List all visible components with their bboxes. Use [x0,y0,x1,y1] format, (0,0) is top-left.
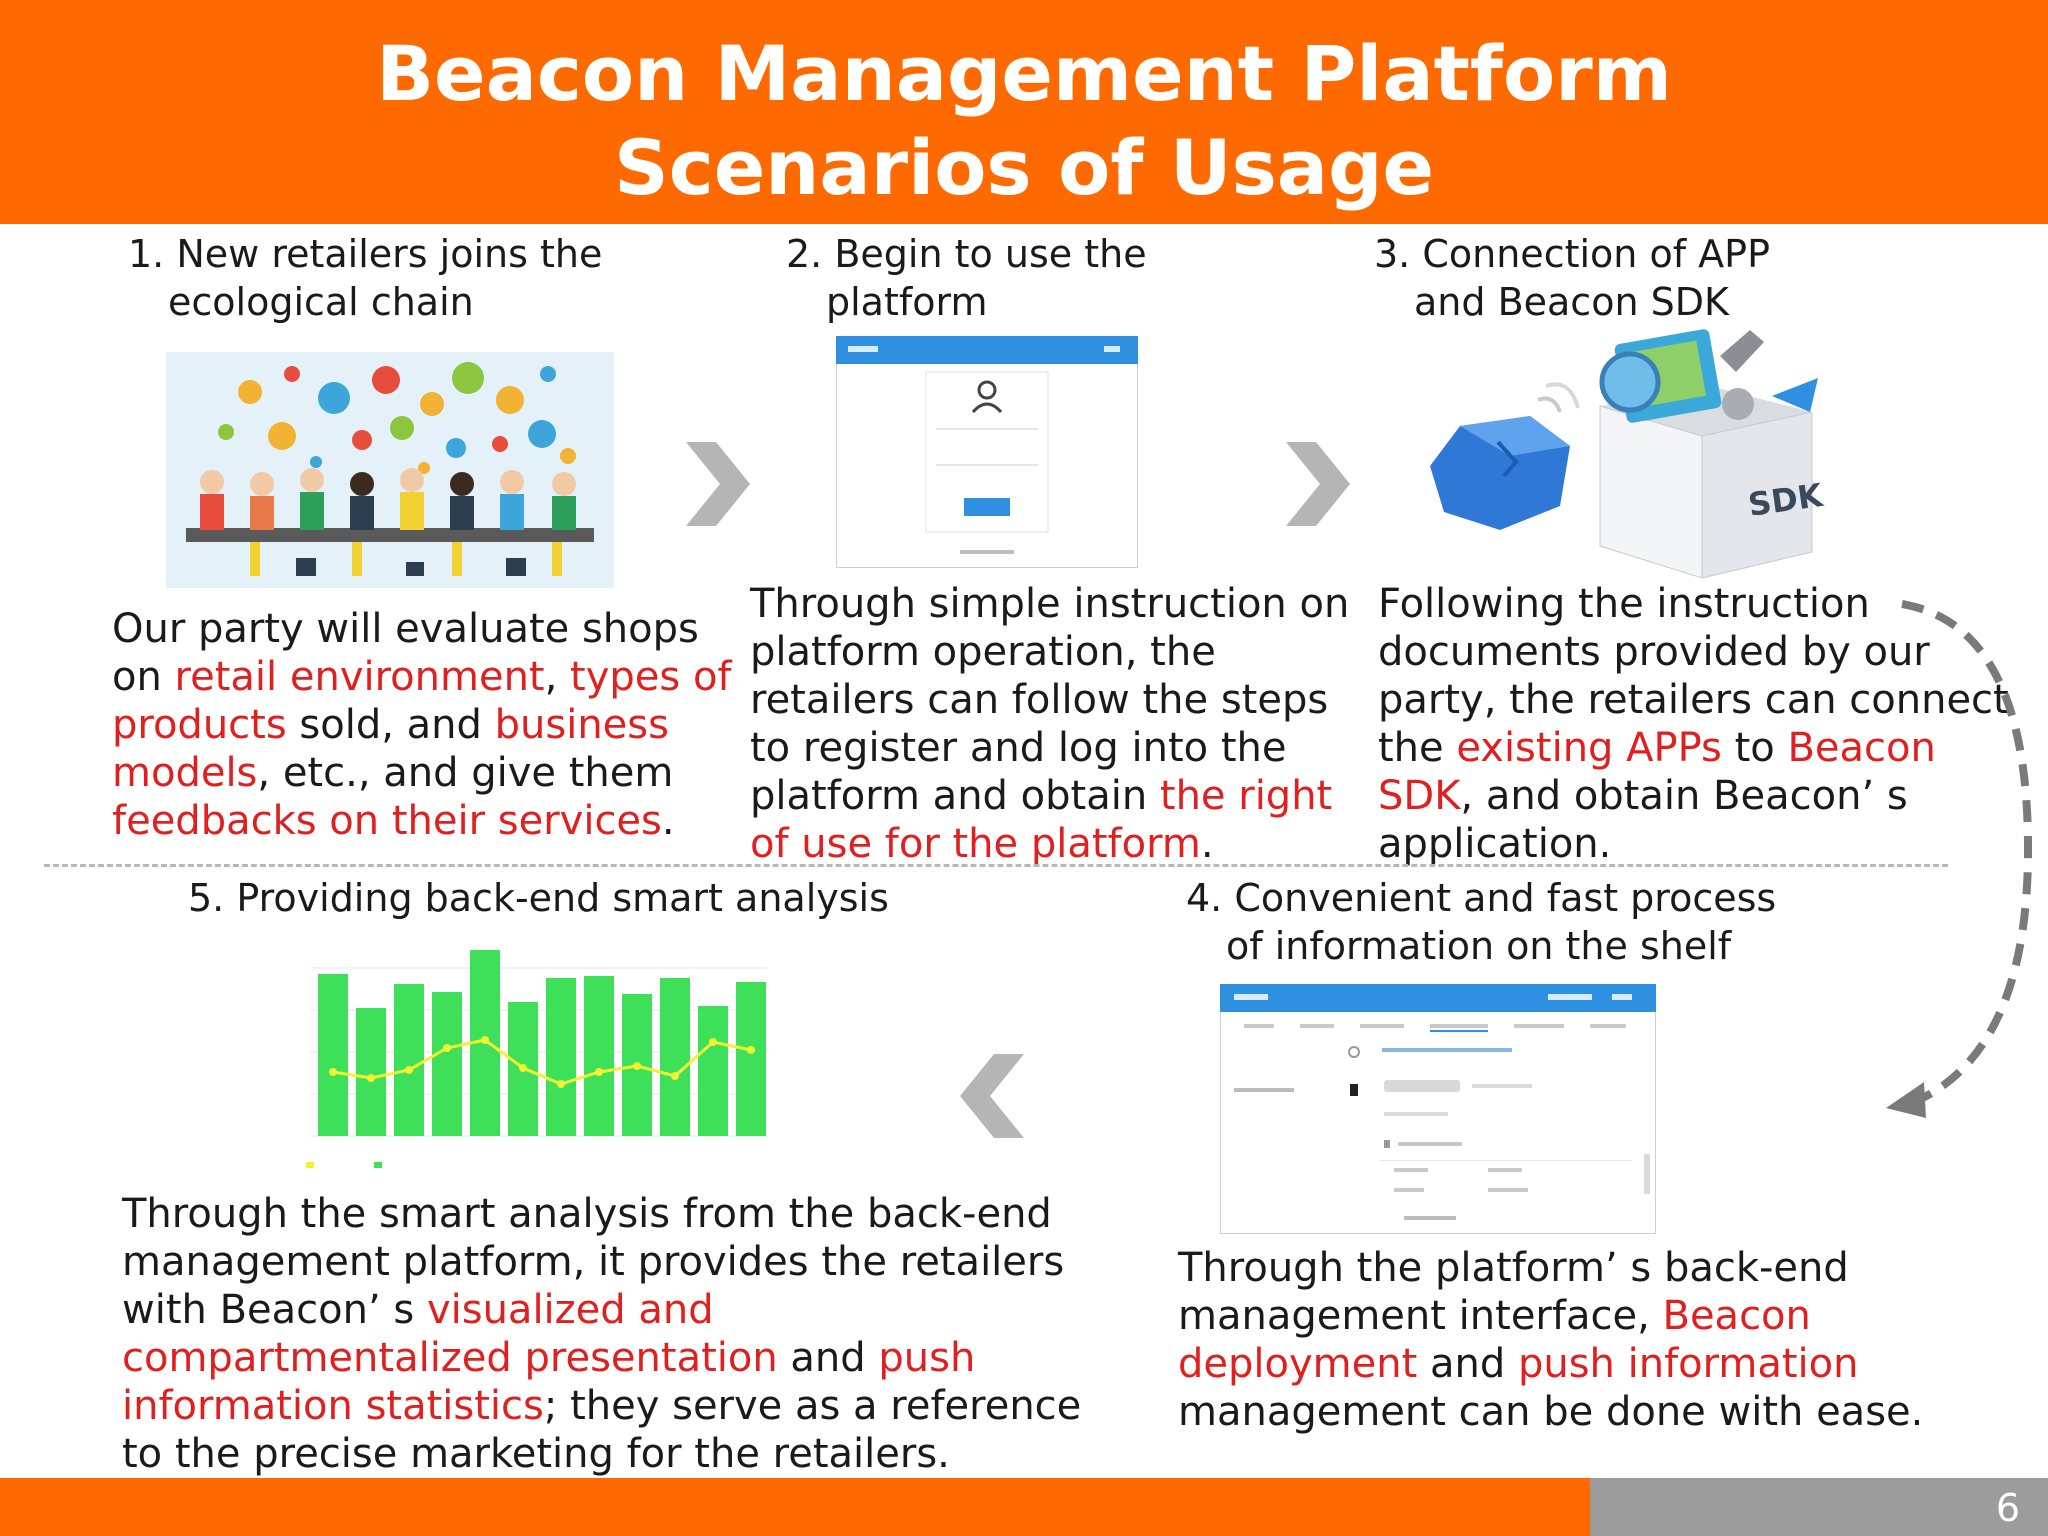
step-5-heading: 5. Providing back-end smart analysis [188,876,889,920]
social-bubbles-icon [218,362,576,474]
step-4-description: Through the platform’ s back-end managem… [1178,1245,1924,1435]
chevron-right-icon [1286,442,1350,530]
step-4-heading: 4. Convenient and fast process of inform… [1186,876,1777,968]
sdk-box-icon [1599,329,1818,579]
page-number: 6 [1995,1486,2020,1530]
step-5-description: Through the smart analysis from the back… [122,1191,1082,1477]
login-screen-illustration [835,335,1139,569]
step-3-heading: 3. Connection of APP and Beacon SDK [1374,232,1770,324]
curved-dashed-arrow-icon [1880,596,2040,1124]
step-3-description: Following the instruction documents prov… [1378,581,2009,867]
footer-bar [0,1478,1590,1536]
slide-title: Beacon Management Platform [376,29,1672,118]
title-banner [0,0,2048,224]
people-group-icon [200,468,576,530]
user-icon [971,380,1003,414]
section-divider [44,864,1948,867]
analytics-chart-illustration [282,922,790,1168]
step-1-heading: 1. New retailers joins the ecological ch… [128,232,603,324]
page-number-box [1590,1478,2048,1536]
chevron-left-icon [960,1054,1024,1142]
beacon-device-icon [1430,382,1580,530]
step-2-description: Through simple instruction on platform o… [750,581,1350,867]
chevron-right-icon [686,442,750,530]
management-interface-illustration [1219,983,1657,1235]
slide-subtitle: Scenarios of Usage [613,123,1435,212]
step-1-description: Our party will evaluate shops on retail … [112,606,732,844]
team-meeting-illustration [166,352,614,588]
step-2-heading: 2. Begin to use the platform [786,232,1147,324]
beacon-sdk-illustration: SDK [1420,316,1840,580]
